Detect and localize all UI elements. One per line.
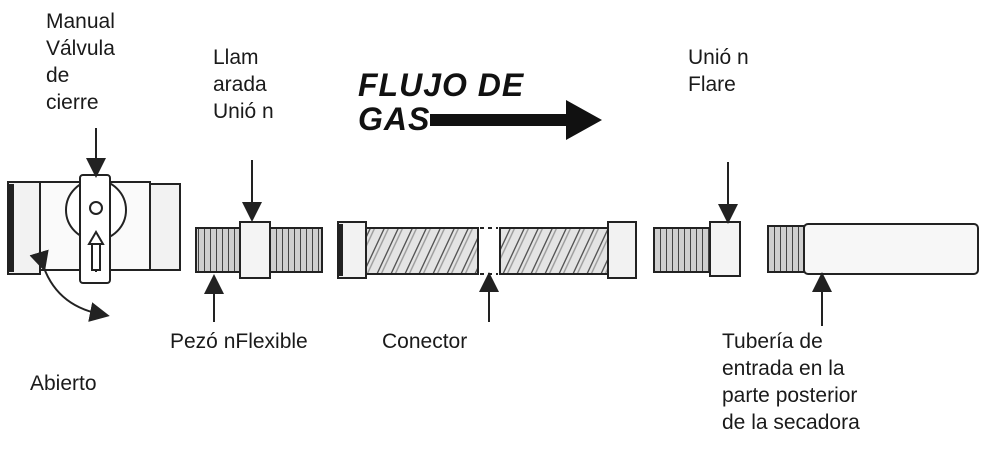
valve-label-line-1: Manual bbox=[46, 10, 115, 33]
flare-union-left-label: Llam arada Unió n bbox=[213, 44, 274, 125]
dryer-pipe-label: Tubería de entrada en la parte posterior… bbox=[722, 328, 860, 436]
flare-union-right bbox=[653, 221, 741, 277]
gas-flow-title: FLUJO DE GAS bbox=[358, 66, 524, 138]
dryer-pipe-line-4: de la secadora bbox=[722, 411, 860, 434]
flexible-connector bbox=[337, 221, 637, 279]
flare-union-right-label: Unió n Flare bbox=[688, 44, 749, 98]
gas-flow-title-line-1: FLUJO DE bbox=[358, 67, 525, 103]
nipple-label: Pezó nFlexible bbox=[170, 330, 308, 353]
gas-flow-title-line-2: GAS bbox=[358, 101, 431, 137]
flare-union-left-line-2: arada bbox=[213, 73, 267, 96]
gas-flow-arrow bbox=[430, 100, 602, 140]
shutoff-valve bbox=[7, 174, 181, 284]
open-label: Abierto bbox=[30, 372, 97, 395]
dryer-pipe-line-3: parte posterior bbox=[722, 384, 858, 407]
connector-label: Conector bbox=[382, 330, 468, 353]
dryer-pipe-line-2: entrada en la bbox=[722, 357, 845, 380]
flare-union-right-line-1: Unió n bbox=[688, 46, 749, 69]
flare-union-left-line-1: Llam bbox=[213, 46, 259, 69]
valve-label-line-4: cierre bbox=[46, 91, 99, 114]
valve-label-line-2: Válvula bbox=[46, 37, 115, 60]
open-rotation-arrow bbox=[29, 249, 110, 322]
dryer-inlet-pipe bbox=[767, 223, 979, 275]
valve-label: Manual Válvula de cierre bbox=[46, 8, 115, 116]
flare-union-nipple bbox=[195, 221, 323, 279]
flare-union-right-line-2: Flare bbox=[688, 73, 736, 96]
valve-label-line-3: de bbox=[46, 64, 70, 87]
dryer-pipe-line-1: Tubería de bbox=[722, 330, 823, 353]
flare-union-left-line-3: Unió n bbox=[213, 100, 274, 123]
